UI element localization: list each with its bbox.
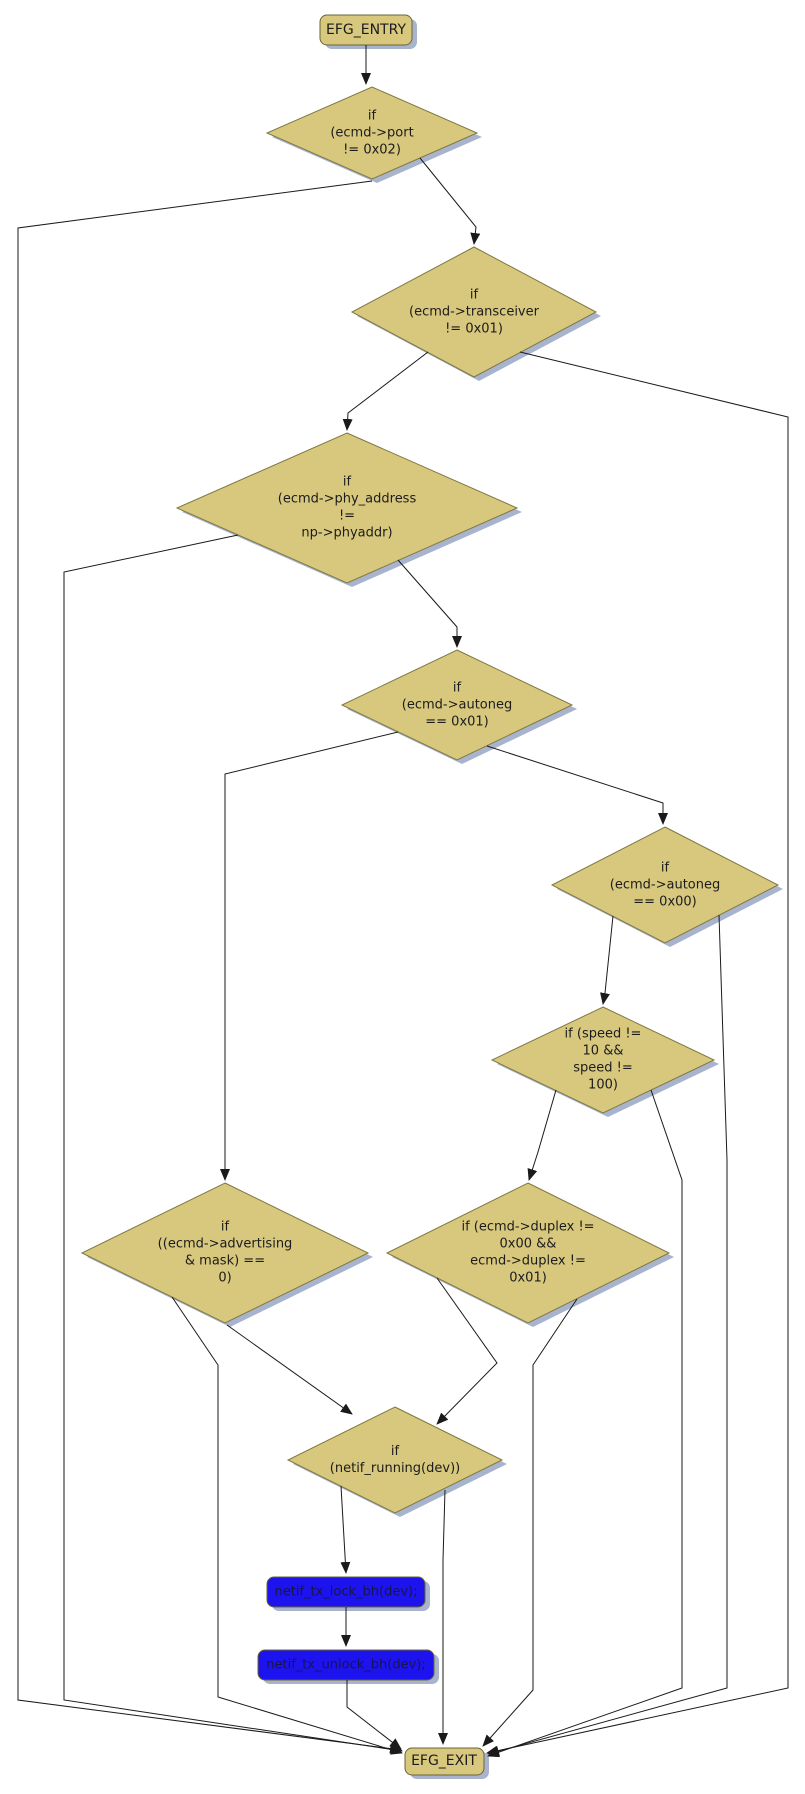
- edge-if_phy_address-to-efg_exit: [63, 534, 403, 1755]
- edge-if_phy_address-to-if_autoneg_enabled: [397, 559, 462, 648]
- edge-if_autoneg_disabled-to-efg_exit: [487, 914, 728, 1756]
- edge-if_speed-to-efg_exit: [487, 1089, 683, 1758]
- edge-netif_tx_unlock-to-efg_exit: [346, 1680, 402, 1750]
- edge-if_speed-to-if_duplex: [527, 1089, 557, 1181]
- edge-if_netif_running-to-netif_tx_lock: [340, 1485, 351, 1574]
- edge-if_autoneg_disabled-to-if_speed: [600, 915, 614, 1005]
- edge-if_port-to-efg_exit: [17, 180, 402, 1754]
- shape-efg-entry: [319, 14, 413, 46]
- edge-if_duplex-to-if_netif_running: [436, 1277, 498, 1425]
- edge-if_autoneg_enabled-to-if_autoneg_disabled: [486, 745, 668, 825]
- edge-if_port-to-if_transceiver: [419, 157, 481, 245]
- edge-if_transceiver-to-efg_exit: [486, 351, 789, 1756]
- edge-lines: [17, 45, 789, 1758]
- shape-if-phy-address: [175, 432, 519, 584]
- edge-if_duplex-to-efg_exit: [482, 1298, 578, 1747]
- shape-if-port: [265, 86, 479, 180]
- node-shapes: [80, 14, 780, 1776]
- shape-if-advertising: [80, 1182, 370, 1324]
- shape-efg-exit: [404, 1747, 485, 1776]
- shape-if-netif-running: [286, 1406, 504, 1514]
- edge-if_netif_running-to-efg_exit: [438, 1489, 448, 1745]
- shape-if-autoneg-enabled: [340, 649, 574, 761]
- shape-if-duplex: [385, 1182, 671, 1324]
- shape-netif-tx-lock: [266, 1576, 426, 1608]
- edge-if_advertising-to-efg_exit: [171, 1296, 403, 1755]
- edge-if_advertising-to-if_netif_running: [226, 1324, 353, 1415]
- edge-if_autoneg_enabled-to-if_advertising: [220, 731, 399, 1181]
- shape-netif-tx-unlock: [257, 1649, 435, 1681]
- shape-if-autoneg-disabled: [550, 826, 780, 944]
- shape-if-speed: [490, 1006, 716, 1114]
- shape-if-transceiver: [350, 246, 598, 378]
- edge-if_transceiver-to-if_phy_address: [342, 351, 429, 431]
